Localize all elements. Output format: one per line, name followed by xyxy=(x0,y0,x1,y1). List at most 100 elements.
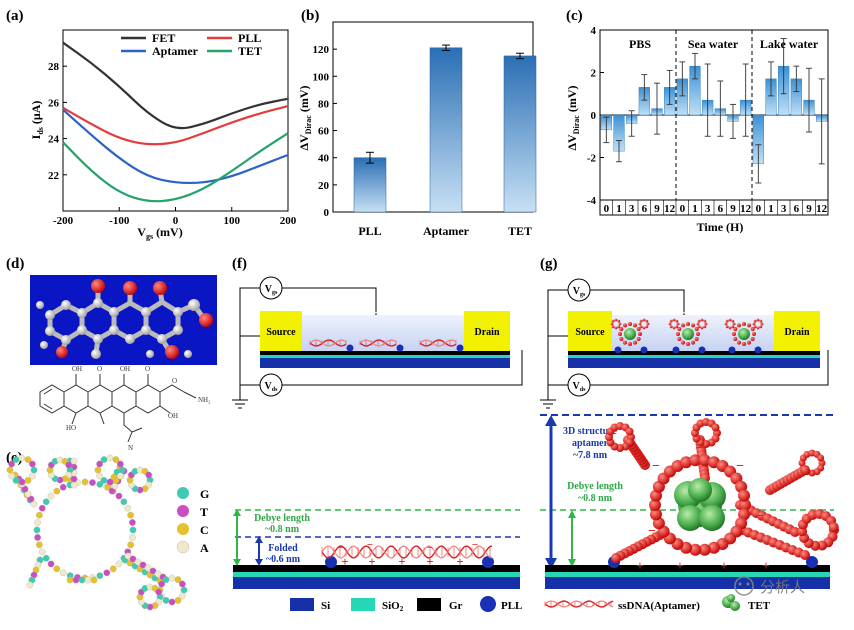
nucleotide xyxy=(38,548,46,556)
svg-text:OH: OH xyxy=(120,365,130,373)
g-small-loop-bead xyxy=(611,325,615,329)
g-small-loop-bead xyxy=(669,325,673,329)
panel-g-label: (g) xyxy=(540,256,558,272)
g-loop-bead xyxy=(625,427,634,436)
nucleotide xyxy=(38,504,46,512)
svg-text:NH₂: NH₂ xyxy=(198,396,211,404)
c-time-label: 6 xyxy=(794,203,800,215)
g-minus-charge: − xyxy=(652,459,660,474)
group-pbs: PBS xyxy=(629,37,651,51)
g-small-loop-bead xyxy=(753,325,757,329)
panel-a-xlabel: Vgs (mV) xyxy=(137,225,182,241)
g-small-aptamer-bead xyxy=(737,340,741,345)
g-small-aptamer-bead xyxy=(691,323,695,328)
g-minus-charge: − xyxy=(723,535,731,550)
g-ring-bead xyxy=(698,454,711,467)
a-ytick-label: 24 xyxy=(48,134,60,146)
g-small-aptamer-bead xyxy=(676,332,680,336)
c-time-label: 1 xyxy=(692,203,698,215)
g-small-loop-bead xyxy=(646,322,650,326)
b-ytick-label: 20 xyxy=(318,180,330,192)
nucleotide xyxy=(70,475,78,483)
g-small-loop-bead xyxy=(639,325,643,329)
g-plus-charge: + xyxy=(636,558,643,573)
panel-c-bars xyxy=(600,38,828,184)
strand xyxy=(359,339,397,347)
c-ytick-label: 4 xyxy=(591,25,597,37)
g-small-aptamer-bead xyxy=(628,342,632,346)
nucleotide xyxy=(96,472,103,480)
c-ytick-label: 2 xyxy=(591,68,597,80)
a-curve-tet xyxy=(62,132,289,203)
b-bar-aptamer xyxy=(429,47,463,213)
g-small-aptamer-bead xyxy=(733,337,738,341)
panel-g-debye-diagram: 3D structure aptamer ~7.8 nm Debye lengt… xyxy=(540,414,839,589)
nucleotide xyxy=(158,580,165,588)
f-pll-dot xyxy=(456,344,464,352)
f-ssdna-small xyxy=(359,339,397,347)
a-xtick-label: -200 xyxy=(53,215,74,227)
g-small-aptamer-bead xyxy=(623,340,627,345)
g-small-aptamer-bead xyxy=(747,323,751,328)
nucleotide xyxy=(179,592,186,600)
panel-c-xlabel: Time (H) xyxy=(697,220,744,234)
g-tet-lobe xyxy=(699,505,725,531)
nucleotide xyxy=(109,565,117,573)
nucleotide xyxy=(66,576,74,584)
b-ytick-label: 0 xyxy=(324,207,330,219)
g-small-aptamer-bead xyxy=(742,342,746,346)
g-ring-bead xyxy=(739,499,751,511)
g-small-aptamer-bead xyxy=(737,323,741,328)
nucleotide xyxy=(78,576,86,584)
legend-fet: FET xyxy=(152,31,175,45)
panel-c-ylabel: ΔVDirac (mV) xyxy=(565,86,581,151)
g-small-aptamer-bead xyxy=(681,323,685,328)
g-tet-lobe xyxy=(688,478,712,502)
g-minus-charge: − xyxy=(756,509,764,524)
g-plus-charge: + xyxy=(676,558,683,573)
g-small-loop-bead xyxy=(728,318,732,322)
g-small-loop-bead xyxy=(617,319,621,323)
f-ssdna-small xyxy=(309,339,347,347)
tetracycline-structure xyxy=(39,374,197,443)
g-small-loop-bead xyxy=(696,322,700,326)
nucleotide xyxy=(30,466,38,474)
f-pll-dot xyxy=(346,344,354,352)
g-debye-line1: Debye length xyxy=(567,481,623,492)
legend-c: C xyxy=(200,523,209,537)
nucleotide xyxy=(100,477,108,484)
nucleotide xyxy=(70,457,78,465)
f-debye-line1: Debye length xyxy=(254,513,310,524)
panel-a-curves xyxy=(62,41,289,203)
g-small-loop-bead xyxy=(753,319,757,323)
c-time-label: 1 xyxy=(616,203,622,215)
nucleotide xyxy=(26,581,34,589)
g-small-loop-bead xyxy=(704,322,708,326)
nucleotide xyxy=(12,456,20,463)
g-drain-electrode xyxy=(774,311,820,351)
g-small-loop-bead xyxy=(703,319,707,323)
f-electrolyte xyxy=(300,315,466,353)
g-small-loop-bead xyxy=(672,318,676,322)
watermark: 分析人 xyxy=(734,576,805,596)
strand xyxy=(309,339,347,347)
nucleotide xyxy=(29,472,36,480)
f-folded-line2: ~0.6 nm xyxy=(266,554,301,565)
nucleotide xyxy=(106,454,114,462)
strand xyxy=(419,339,457,347)
g-small-loop-bead xyxy=(675,325,679,329)
g-ring-bead xyxy=(680,456,693,469)
g-pll-dot xyxy=(728,346,736,354)
aptamer-secondary-structure xyxy=(6,454,188,611)
g-small-aptamer-bead xyxy=(636,337,641,341)
c-time-label: 0 xyxy=(756,203,762,215)
b-bar-pll xyxy=(353,157,387,213)
g-small-aptamer-bead xyxy=(633,323,637,328)
b-ytick-label: 40 xyxy=(318,153,330,165)
g-small-aptamer-bead xyxy=(694,337,699,341)
g-ring-bead xyxy=(689,543,702,556)
g-small-aptamer-bead xyxy=(750,337,755,341)
c-time-label: 3 xyxy=(781,203,787,215)
svg-text:O: O xyxy=(172,377,177,385)
c-time-label: 0 xyxy=(604,203,610,215)
